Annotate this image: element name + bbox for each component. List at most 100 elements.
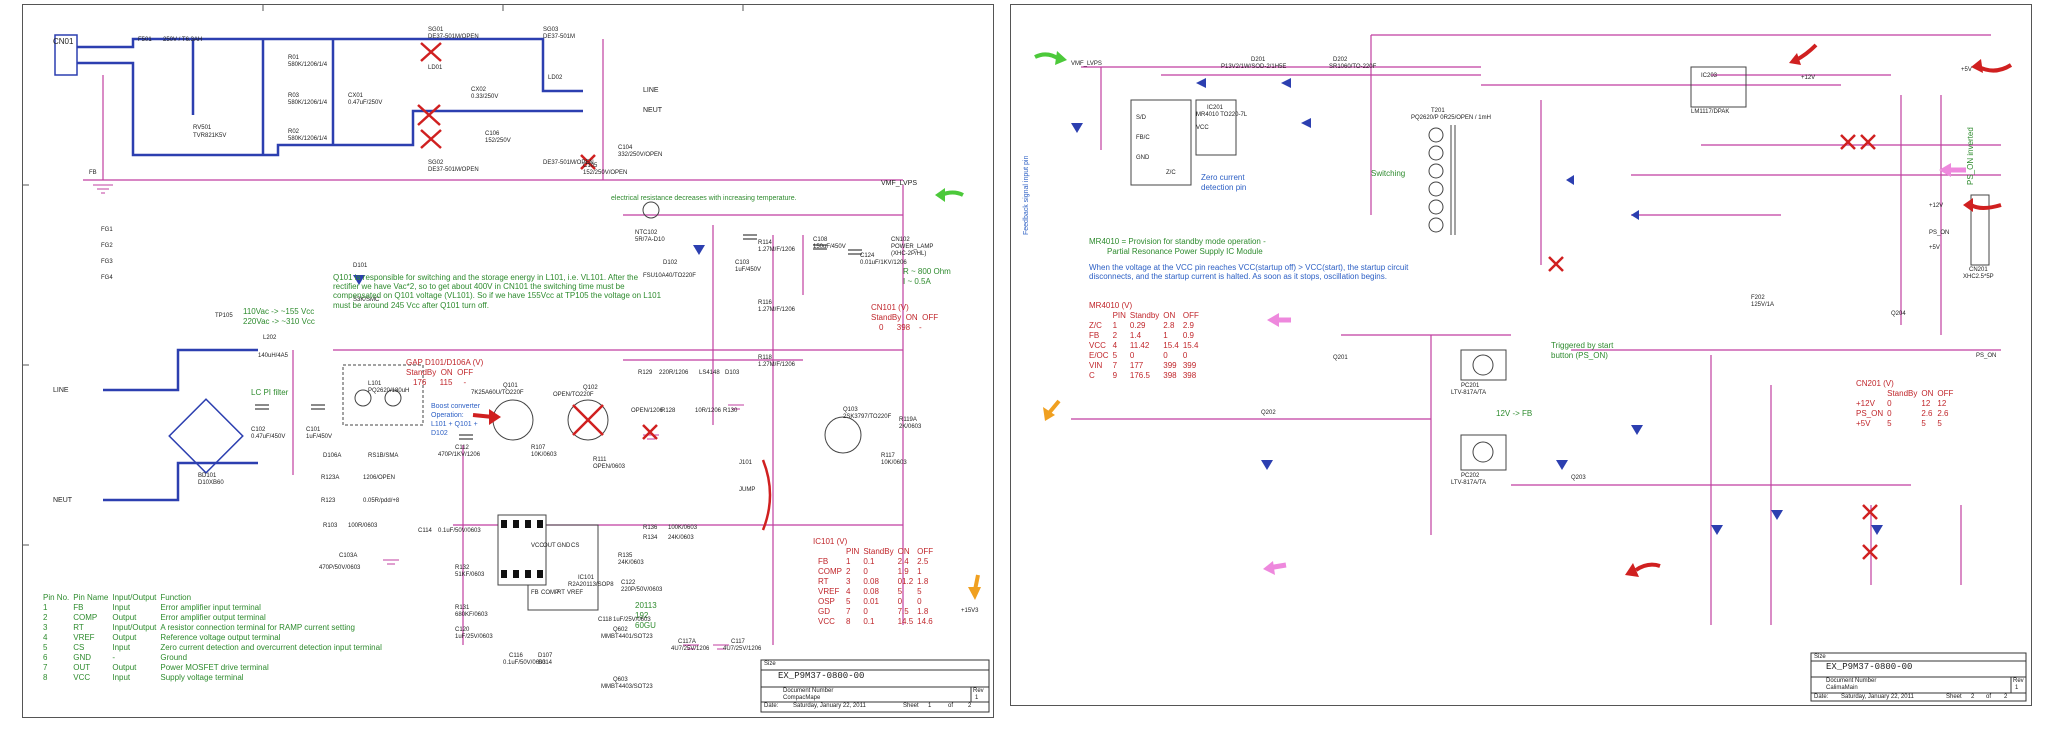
c118-label: C118	[598, 617, 612, 623]
d202-label: D202	[1333, 57, 1348, 63]
table-cell: 0.08	[863, 587, 879, 596]
sg02-label: SG02	[428, 160, 444, 166]
table-cell: 5	[917, 587, 922, 596]
ic-pin-out: OUT	[543, 543, 556, 549]
q602-label: Q602	[613, 627, 628, 633]
tb2-rev-label: Rev	[2013, 678, 2024, 684]
r02-label: R02	[288, 129, 300, 135]
pc201-value: LTV-817A/TA	[1451, 390, 1487, 396]
cn201-connector	[1970, 194, 1990, 266]
fb-label: FB	[89, 170, 97, 176]
pc201-label: PC201	[1461, 383, 1480, 389]
tb2-rev: 1	[2015, 685, 2019, 691]
f501-value: 250V / T6.3AH	[163, 37, 203, 43]
table-cell: FB	[1089, 331, 1100, 340]
zero-current-line2: detection pin	[1201, 183, 1247, 192]
r135-label: R135	[618, 553, 633, 559]
r107-value: 10K/0603	[531, 452, 557, 458]
boost-line1: Boost converter	[431, 403, 481, 410]
ic-pin-fb: FB	[531, 590, 539, 596]
cn101-title: CN101 (V)	[871, 303, 909, 312]
table-cell: 7.5	[897, 607, 909, 616]
c102-value: 0.47uF/450V	[251, 434, 286, 440]
ic201-value: MR4010 TO220-7L	[1196, 112, 1248, 118]
cn01-connector	[54, 34, 78, 76]
c120-label: C120	[455, 627, 470, 633]
sg03-value: DE37-501M	[543, 34, 576, 40]
ic-pin-rt: RT	[557, 590, 565, 596]
table-cell: COMP	[73, 613, 98, 622]
j101-value: JUMP	[739, 487, 756, 493]
c112-value: 470P/1KV/1206	[438, 452, 481, 458]
q102-value: OPEN/TO220F	[553, 392, 594, 398]
ic-pin-comp: COMP	[541, 590, 559, 596]
table-cell: 1.4	[1129, 331, 1142, 340]
q103-value: 2SK3797/TO220F	[843, 414, 892, 420]
title-block-frame-1	[760, 659, 990, 713]
mr-th: OFF	[1182, 311, 1199, 320]
table-cell: 5	[846, 597, 851, 606]
boost-line4: D102	[431, 430, 448, 437]
c118-value: 1uF/25V/0603	[613, 617, 651, 623]
cn201-th: OFF	[1937, 389, 1954, 398]
v15-label: +15V3	[961, 608, 979, 614]
l202-label: L202	[263, 335, 277, 341]
table-cell: PS_ON	[1856, 409, 1884, 418]
r114-label: R114	[758, 240, 772, 246]
table-cell: 0	[1887, 399, 1892, 408]
d101-value: S3K/SMC	[353, 297, 380, 303]
tb1-size-label: Size	[764, 661, 776, 667]
r03-label: R03	[288, 93, 300, 99]
table-cell: OSP	[818, 597, 835, 606]
sg01-value: DE37-501M/OPEN	[428, 34, 479, 40]
cn102-sub: (XHC-2P/HL)	[891, 251, 927, 257]
cx02-value: 0.33/250V	[471, 94, 499, 100]
pin-th: Input/Output	[112, 593, 157, 602]
r118-value: 1.27M/F/1206	[758, 362, 796, 368]
table-cell: Output	[112, 663, 137, 672]
sg-opt-label: DE37-501M/OPEN	[543, 160, 594, 166]
table-cell: 0.29	[1129, 321, 1146, 330]
table-cell: 14.6	[917, 617, 933, 626]
r132-value: 51KF/0603	[455, 572, 485, 578]
table-cell: RT	[73, 623, 84, 632]
ic-pin-gnd: GND	[557, 543, 571, 549]
c104-value: 332/250V/OPEN	[618, 152, 663, 158]
table-cell: -	[112, 653, 116, 662]
mr-th: ON	[1163, 311, 1176, 320]
table-cell: 1.8	[917, 607, 929, 616]
cn201-th	[1856, 389, 1887, 399]
table-cell: Error amplifier output terminal	[160, 613, 266, 622]
ic-pin-vref: VREF	[567, 590, 584, 596]
r134-value: 24K/0603	[668, 535, 694, 541]
table-cell: GND	[73, 653, 92, 662]
r131-label: R131	[455, 605, 470, 611]
table-cell: 2.8	[1163, 321, 1175, 330]
tb1-of-label: of	[948, 703, 954, 709]
r02-value: 580K/1206/1/4	[288, 136, 328, 142]
table-cell: COMP	[818, 567, 842, 576]
r130-value: 10R/1206	[695, 408, 722, 414]
mr-note-line2: Partial Resonance Power Supply IC Module	[1107, 247, 1263, 256]
pc202-value: LTV-817A/TA	[1451, 480, 1487, 486]
table-cell: 398	[1182, 371, 1197, 380]
tb1-docnum-label: Document Number	[783, 688, 834, 694]
c101-value: 1uF/450V	[306, 434, 333, 440]
v12-fb-label: 12V -> FB	[1496, 409, 1533, 418]
table-cell: Input/Output	[112, 623, 157, 632]
cn101-header: StandBy ON OFF	[871, 313, 939, 322]
tb2-doc: EX_P9M37-0800-00	[1826, 662, 1913, 672]
f202-value: 125V/1A	[1751, 302, 1775, 308]
ic101-th: ON	[897, 547, 910, 556]
ic101-value: R2A20113/SOP8	[568, 582, 614, 588]
